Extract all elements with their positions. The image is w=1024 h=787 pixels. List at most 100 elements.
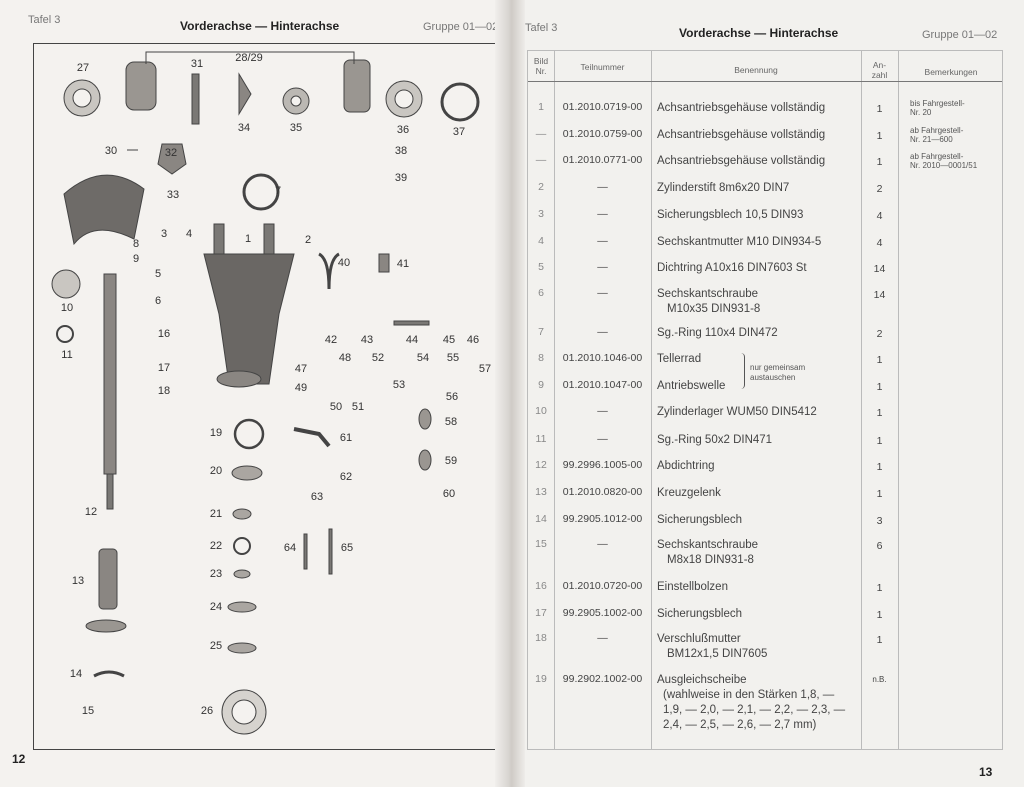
part-name: Dichtring A10x16 DIN7603 St [657,262,807,274]
callout-label: 57 [478,363,492,375]
callout-label: 16 [157,328,171,340]
part-name: Abdichtring [657,460,715,472]
page-number: 13 [979,765,993,779]
part-number: — [597,326,608,338]
callout-label: 36 [396,124,410,136]
part-number: — [597,287,608,299]
row-number: 15 [535,538,547,550]
part-number: 01.2010.0719-00 [562,101,643,113]
part-name-detail: M8x18 DIN931-8 [667,554,754,566]
quantity: n.B. [872,675,887,684]
part-name: Zylinderlager WUM50 DIN5412 [657,406,817,418]
plate-label: Tafel 3 [525,22,558,34]
part-number: 99.2996.1005-00 [562,459,643,471]
part-name: Sechskantschraube [657,288,759,300]
callout-label: 25 [209,640,223,652]
callout-label: 2 [304,234,312,246]
page-title: Vorderachse — Hinterachse [180,19,340,33]
row-number: 9 [538,379,544,391]
callout-label: 55 [446,352,460,364]
header-remarks: Bemerkungen [924,67,978,77]
quantity: 6 [876,540,883,552]
quantity: 1 [876,488,883,500]
callout-label: 53 [392,379,406,391]
callout-label: 35 [289,122,303,134]
row-number: 10 [535,405,547,417]
callout-label: 63 [310,491,324,503]
row-number: 6 [538,287,544,299]
callout-label: 60 [442,488,456,500]
callout-label: 22 [209,540,223,552]
part-number: 01.2010.0771-00 [562,154,643,166]
callout-label: 8 [132,238,140,250]
part-number: 01.2010.0720-00 [562,580,643,592]
callout-label: 41 [396,258,410,270]
row-number: 18 [535,632,547,644]
callout-label: 38 [394,145,408,157]
part-name: Sechskantschraube [657,539,759,551]
callout-label: 17 [157,362,171,374]
callout-label: 7 [274,185,282,197]
callout-label: 45 [442,334,456,346]
quantity: 1 [876,381,883,393]
part-name: Sicherungsblech [657,608,743,620]
callout-label: 23 [209,568,223,580]
remark: Nr. 20 [910,108,932,117]
callout-label: 52 [371,352,385,364]
row-number: — [535,128,547,140]
row-number: 12 [535,459,547,471]
header-quantity: An-zahl [871,60,888,80]
quantity: 3 [876,515,883,527]
group-label: Gruppe 01—02 [922,29,998,41]
part-name: Sechskantmutter M10 DIN934-5 [657,236,822,248]
quantity: 1 [876,582,883,594]
row-number: 4 [538,235,544,247]
part-number: — [597,433,608,445]
header-part-number: Teilnummer [580,62,625,72]
callout-label: 15 [81,705,95,717]
row-number: 8 [538,352,544,364]
callout-label: 9 [132,253,140,265]
callout-label: 54 [416,352,430,364]
part-number: — [597,261,608,273]
callout-label: 28/29 [235,52,263,64]
callout-label: 20 [209,465,223,477]
callout-label: 24 [209,601,223,613]
part-name: Sicherungsblech [657,514,743,526]
callout-label: 31 [190,58,204,70]
remark: Nr. 21—600 [910,135,953,144]
part-number: 99.2905.1002-00 [562,607,643,619]
quantity: 4 [876,237,883,249]
part-number: — [597,235,608,247]
callout-label: 37 [452,126,466,138]
row-number: 3 [538,208,544,220]
quantity: 1 [876,130,883,142]
callout-label: 26 [200,705,214,717]
part-name: Achsantriebsgehäuse vollständig [657,129,826,141]
callout-label: 59 [444,455,458,467]
part-name: Sicherungsblech 10,5 DIN93 [657,209,804,221]
row-number: 14 [535,513,547,525]
row-number: 7 [538,326,544,338]
callout-label: 58 [444,416,458,428]
callout-label: 48 [338,352,352,364]
part-name: Zylinderstift 8m6x20 DIN7 [657,182,790,194]
callout-label: 21 [209,508,223,520]
plate-label: Tafel 3 [28,14,61,26]
quantity: 14 [873,263,886,275]
part-name-detail: 1,9, — 2,0, — 2,1, — 2,2, — 2,3, — [663,704,846,716]
part-number: 99.2902.1002-00 [562,673,643,685]
part-number: — [597,405,608,417]
quantity: 1 [876,354,883,366]
part-name-detail: BM12x1,5 DIN7605 [667,648,768,660]
part-name: Einstellbolzen [657,581,728,593]
callout-label: 3 [160,228,168,240]
callout-label: 11 [61,349,73,361]
callout-label: 47 [294,363,308,375]
group-label: Gruppe 01—02 [423,21,499,33]
callout-label: 27 [76,62,90,74]
callout-label: 40 [337,257,351,269]
part-number: — [597,632,608,644]
